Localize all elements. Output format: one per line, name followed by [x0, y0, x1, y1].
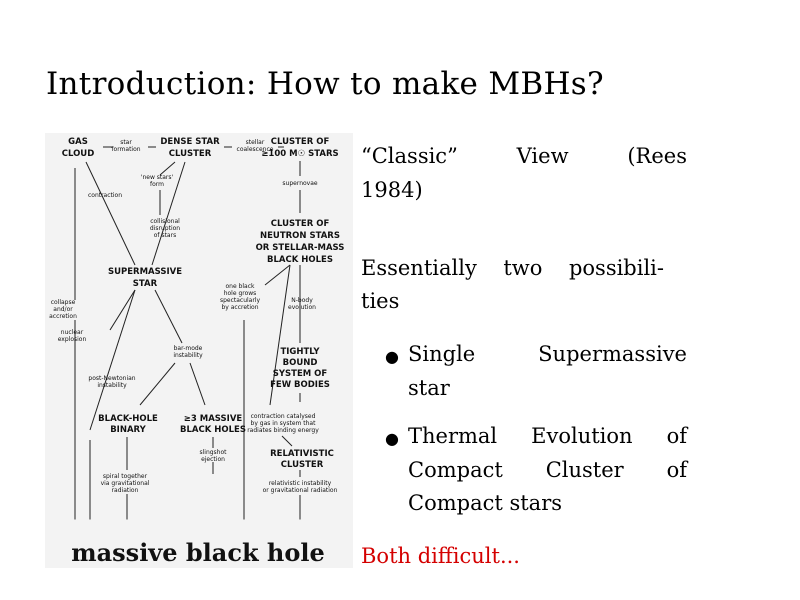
- para2-line2: ties: [361, 289, 400, 313]
- node-neutron-cluster-2: NEUTRON STARS: [260, 231, 340, 241]
- label-collapse-3: accretion: [49, 313, 77, 320]
- label-one-bh: one black: [226, 283, 256, 290]
- bullet-icon: ●: [385, 347, 399, 366]
- label-one-bh-3: spectacularly: [220, 297, 261, 304]
- node-bh-binary-2: BINARY: [110, 425, 146, 435]
- label-post-newtonian-2: instability: [97, 382, 127, 389]
- rees-diagram: GAS CLOUD DENSE STAR CLUSTER CLUSTER OF …: [45, 133, 353, 568]
- label-nbody-2: evolution: [288, 304, 316, 311]
- label-coalescence-2: coalescence: [237, 146, 274, 153]
- label-contraction-gas-3: radiates binding energy: [247, 427, 319, 434]
- node-cluster-100: CLUSTER OF: [271, 137, 330, 147]
- label-collisional: collisional: [150, 218, 180, 225]
- bullet2-line3: Compact stars: [408, 491, 563, 515]
- bullet2-line1: Thermal Evolution of: [408, 424, 687, 448]
- label-nuclear-2: explosion: [58, 336, 87, 343]
- label-collisional-3: of stars: [154, 232, 176, 239]
- label-slingshot-2: ejection: [201, 456, 225, 463]
- label-contraction-gas: contraction catalysed: [251, 413, 316, 420]
- label-rel-instab-2: or gravitational radiation: [263, 487, 338, 494]
- label-star-formation-2: formation: [111, 146, 140, 153]
- node-tightly-2: BOUND: [283, 358, 318, 368]
- para2-line1: Essentially two possibili-: [361, 256, 664, 280]
- label-star-formation: star: [120, 139, 132, 146]
- node-tightly-4: FEW BODIES: [270, 380, 330, 390]
- label-slingshot: slingshot: [199, 449, 227, 456]
- conclusion-text: Both difficult...: [361, 544, 520, 568]
- node-relativistic: RELATIVISTIC: [270, 449, 334, 459]
- label-collapse-2: and/or: [53, 306, 73, 313]
- para1-line1: “Classic” View (Rees: [361, 144, 687, 168]
- node-supermassive: SUPERMASSIVE: [108, 267, 182, 277]
- label-coalescence: stellar: [246, 139, 265, 146]
- node-cluster-100-2: ≥100 M☉ STARS: [261, 149, 338, 159]
- label-spiral-3: radiation: [112, 487, 139, 494]
- label-spiral: spiral together: [103, 473, 148, 480]
- label-contraction: contraction: [88, 192, 122, 199]
- node-bh-binary: BLACK-HOLE: [98, 414, 158, 424]
- node-three-bh-2: BLACK HOLES: [180, 425, 246, 435]
- label-contraction-gas-2: by gas in system that: [251, 420, 317, 427]
- diagram-nodes: GAS CLOUD DENSE STAR CLUSTER CLUSTER OF …: [62, 137, 345, 470]
- node-neutron-cluster-3: OR STELLAR-MASS: [256, 243, 345, 253]
- label-rel-instab: relativistic instability: [269, 480, 332, 487]
- node-massive-black-hole: massive black hole: [71, 538, 325, 567]
- label-post-newtonian: post-Newtonian: [88, 375, 135, 382]
- label-barmode: bar-mode: [174, 345, 203, 352]
- node-tightly: TIGHTLY: [280, 347, 320, 357]
- label-collapse: collapse: [51, 299, 76, 306]
- node-supermassive-2: STAR: [133, 279, 158, 289]
- node-neutron-cluster-4: BLACK HOLES: [267, 255, 333, 265]
- label-new-stars-2: form: [150, 181, 164, 188]
- label-collisional-2: disruption: [150, 225, 180, 232]
- label-barmode-2: instability: [173, 352, 203, 359]
- label-new-stars: 'new stars': [141, 174, 174, 181]
- label-nuclear: nuclear: [61, 329, 84, 336]
- diagram-arrows: [52, 146, 345, 521]
- node-neutron-cluster: CLUSTER OF: [271, 219, 330, 229]
- node-gas-cloud: GAS: [68, 137, 88, 147]
- bullet2-line2: Compact Cluster of: [408, 458, 687, 482]
- node-tightly-3: SYSTEM OF: [273, 369, 328, 379]
- label-nbody: N-body: [291, 297, 313, 304]
- label-supernovae: supernovae: [282, 180, 317, 187]
- diagram-labels: star formation stellar coalescence super…: [49, 139, 337, 494]
- bullet-icon: ●: [385, 429, 399, 448]
- para1-line2: 1984): [361, 178, 423, 202]
- node-three-bh: ≥3 MASSIVE: [184, 414, 243, 424]
- node-relativistic-2: CLUSTER: [281, 460, 324, 470]
- node-dense-cluster: DENSE STAR: [160, 137, 220, 147]
- node-dense-cluster-2: CLUSTER: [169, 149, 212, 159]
- label-spiral-2: via gravitational: [101, 480, 150, 487]
- rees-flowchart: GAS CLOUD DENSE STAR CLUSTER CLUSTER OF …: [45, 133, 353, 568]
- label-one-bh-4: by accretion: [221, 304, 258, 311]
- bullet1-line2: star: [408, 376, 450, 400]
- bullet1-line1: Single Supermassive: [408, 342, 687, 366]
- slide-title: Introduction: How to make MBHs?: [46, 66, 604, 102]
- node-gas-cloud-2: CLOUD: [62, 149, 95, 159]
- label-one-bh-2: hole grows: [224, 290, 257, 297]
